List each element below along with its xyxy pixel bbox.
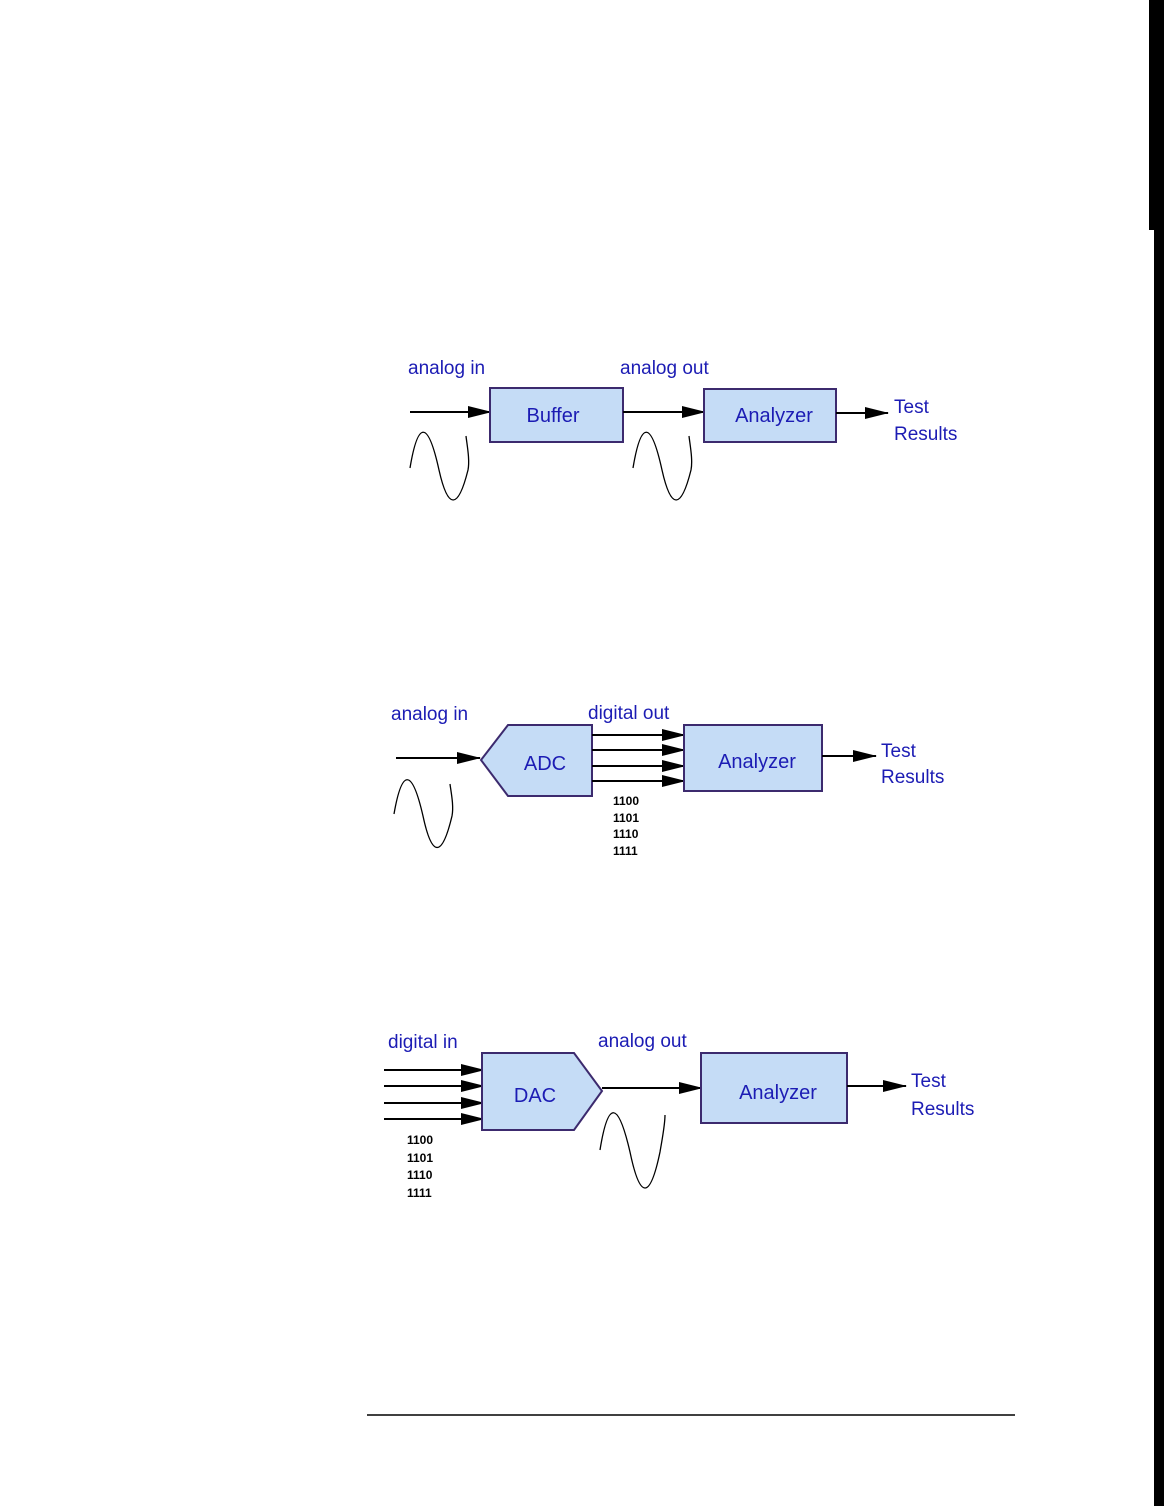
- bit-code-3: 1110: [613, 827, 639, 841]
- analog-in-label: analog in: [391, 704, 468, 725]
- dac-label: DAC: [514, 1085, 556, 1107]
- bit-code-4: 1111: [407, 1186, 432, 1200]
- digital-out-label: digital out: [588, 703, 670, 724]
- buffer-label: Buffer: [527, 405, 580, 427]
- analyzer-label: Analyzer: [735, 405, 813, 427]
- diagram-dac: digital in analog out DAC Analyzer Test …: [384, 1031, 974, 1200]
- diagram-adc: analog in digital out ADC Analyzer Test …: [391, 703, 944, 858]
- results-label: Results: [894, 424, 957, 445]
- analyzer-label: Analyzer: [718, 751, 796, 773]
- input-sine-wave: [394, 780, 453, 848]
- diagram-buffer: analog in analog out Buffer Analyzer Tes…: [408, 358, 957, 500]
- bit-code-2: 1101: [613, 811, 639, 825]
- test-label: Test: [911, 1071, 947, 1092]
- analog-out-label: analog out: [598, 1031, 687, 1052]
- output-sine-wave: [633, 432, 692, 500]
- analog-in-label: analog in: [408, 358, 485, 379]
- adc-label: ADC: [524, 753, 566, 775]
- digital-in-label: digital in: [388, 1032, 458, 1053]
- bit-code-4: 1111: [613, 844, 638, 858]
- bit-code-2: 1101: [407, 1151, 433, 1165]
- results-label: Results: [881, 767, 944, 788]
- analog-out-label: analog out: [620, 358, 709, 379]
- bit-code-1: 1100: [613, 794, 639, 808]
- analyzer-label: Analyzer: [739, 1082, 817, 1104]
- input-sine-wave: [410, 432, 469, 500]
- bit-code-3: 1110: [407, 1168, 433, 1182]
- bit-code-1: 1100: [407, 1133, 433, 1147]
- test-label: Test: [881, 741, 917, 762]
- test-label: Test: [894, 397, 930, 418]
- output-sine-wave: [600, 1113, 665, 1188]
- results-label: Results: [911, 1099, 974, 1120]
